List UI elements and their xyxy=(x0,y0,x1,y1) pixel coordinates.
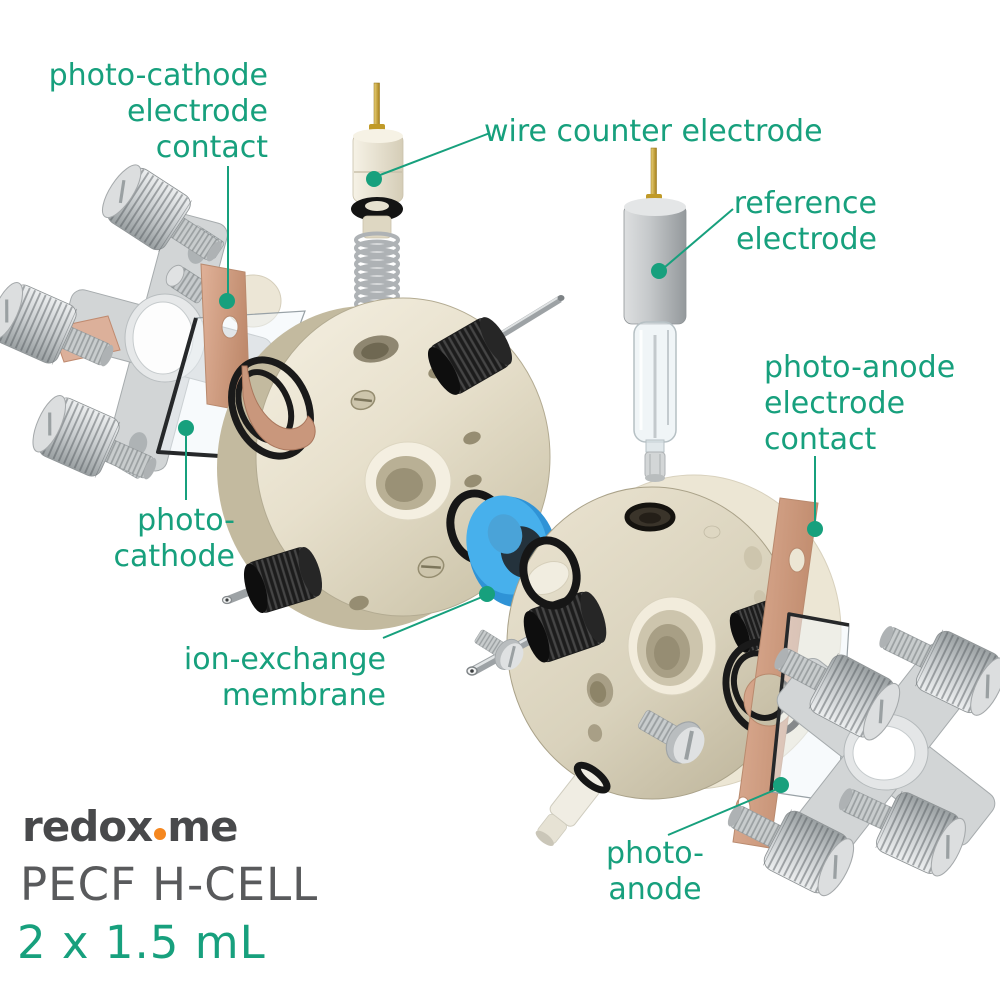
leader-ion-exchange-membrane xyxy=(382,596,483,639)
dot-ion-exchange-membrane xyxy=(479,586,495,602)
label-photo-cathode: photo- cathode xyxy=(113,503,235,574)
label-ion-exchange-membrane: ion-exchange membrane xyxy=(183,642,386,713)
label-photo-anode-contact: photo-anode electrode contact xyxy=(764,350,956,457)
label-wire-counter-electrode: wire counter electrode xyxy=(484,114,823,149)
leader-reference-electrode xyxy=(664,208,734,268)
wire-counter-electrode xyxy=(351,82,404,239)
brand-logo-prefix: redox xyxy=(22,802,153,851)
brand-logo-suffix: me xyxy=(167,802,238,851)
annotation-leaders xyxy=(185,132,816,836)
dot-photo-anode-contact xyxy=(807,521,823,537)
product-volume: 2 x 1.5 mL xyxy=(17,916,266,969)
anode-drain-plug xyxy=(535,761,611,846)
product-name: PECF H-CELL xyxy=(20,858,319,911)
leader-photo-anode xyxy=(667,788,778,836)
label-reference-electrode: reference electrode xyxy=(733,186,877,257)
dot-wire-counter-electrode xyxy=(366,171,382,187)
dot-reference-electrode xyxy=(651,263,667,279)
leader-wire-counter-electrode xyxy=(379,132,491,176)
anode-cell-body xyxy=(466,474,842,800)
dot-photo-cathode xyxy=(178,420,194,436)
label-photo-cathode-contact: photo-cathode electrode contact xyxy=(48,58,268,165)
reference-electrode xyxy=(623,147,687,482)
counter-electrode-spring xyxy=(354,231,400,313)
dot-photo-cathode-contact xyxy=(219,293,235,309)
dot-photo-anode xyxy=(773,777,789,793)
cathode-contact-curl xyxy=(241,365,316,451)
label-photo-anode: photo- anode xyxy=(606,836,704,907)
logo-dot-icon xyxy=(154,828,167,840)
membrane-o-ring-back xyxy=(519,536,581,610)
annotation-dots xyxy=(178,171,823,793)
